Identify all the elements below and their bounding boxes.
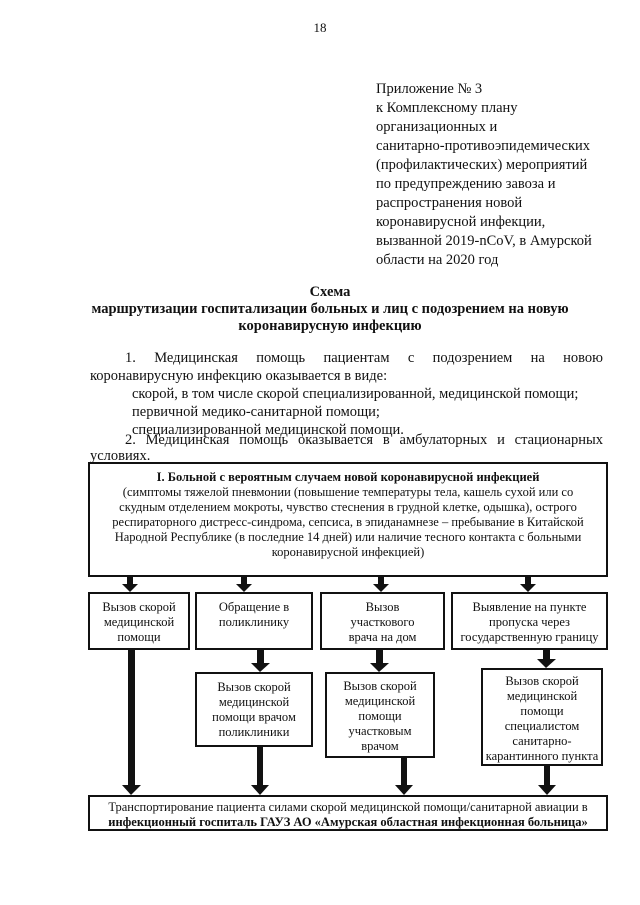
flow-box-line: государственную границу (460, 630, 599, 644)
flow-box-line: врачом (361, 739, 399, 753)
page-number: 18 (313, 20, 327, 35)
flow-box-line: врача на дом (348, 630, 417, 644)
paragraph-2-line-2: условиях. (90, 448, 151, 464)
flow-box-line: специалистом (504, 719, 580, 733)
appendix-line: организационных и (376, 119, 498, 135)
flow-box-line: Вызов скорой (217, 680, 291, 694)
paragraph-1-item-2: первичной медико-санитарной помощи; (132, 404, 380, 420)
schema-heading: Схема (309, 284, 351, 300)
appendix-line: (профилактических) мероприятий (376, 157, 588, 173)
flow-box-line: пропуска через (489, 615, 570, 629)
flow-box-line: помощи (358, 709, 402, 723)
flow-box-ambulance-by-district-doctor: Вызов скорой медицинской помощи участков… (325, 672, 435, 758)
flow-box-line: Вызов скорой (505, 674, 579, 688)
paragraph-2-line-1: 2. Медицинская помощь оказывается в амбу… (125, 432, 603, 448)
flow-box-line: участковым (348, 724, 412, 738)
paragraph-1-line-1: 1. Медицинская помощь пациентам с подозр… (125, 350, 603, 366)
paragraph-1-item-3: специализированной медицинской помощи. (132, 422, 404, 438)
flow-arrow (122, 577, 138, 592)
flow-bottom-box-line-bold: инфекционный госпиталь ГАУЗ АО «Амурская… (108, 815, 588, 829)
appendix-line: Приложение № 3 (376, 81, 483, 97)
schema-subtitle-line: коронавирусную инфекцию (238, 318, 422, 334)
appendix-line: санитарно-противоэпидемических (376, 138, 591, 154)
schema-subtitle-line: маршрутизации госпитализации больных и л… (91, 301, 569, 317)
flow-arrow (538, 766, 556, 795)
flow-top-box-title: I. Больной с вероятным случаем новой кор… (156, 470, 540, 484)
flow-box-line: Вызов скорой (102, 600, 176, 614)
paragraph-1-item-1: скорой, в том числе скорой специализиров… (132, 386, 579, 402)
appendix-line: к Комплексному плану (376, 100, 518, 116)
flow-box-home-doctor-call: Вызов участкового врача на дом (320, 592, 445, 650)
flow-arrow (251, 650, 270, 672)
flow-top-box-line: (симптомы тяжелой пневмонии (повышение т… (122, 485, 574, 499)
flow-box-line: поликлинику (218, 615, 290, 629)
appendix-header: Приложение № 3 к Комплексному плану орга… (376, 80, 626, 270)
flow-arrow (251, 747, 269, 795)
flow-bottom-box: Транспортирование пациента силами скорой… (88, 795, 608, 831)
flow-box-border-checkpoint: Выявление на пункте пропуска через госуд… (451, 592, 608, 650)
flow-box-line: помощи (117, 630, 161, 644)
flow-box-line: Вызов скорой (343, 679, 417, 693)
appendix-line: вызванной 2019-nCoV, в Амурской (376, 233, 592, 249)
flow-arrow (373, 577, 389, 592)
flow-arrow (520, 577, 536, 592)
flow-top-box-line: респираторного дистресс-синдрома, сепсис… (112, 515, 584, 529)
flow-top-box-line: коронавирусной инфекцией) (271, 545, 425, 559)
flow-box-ambulance-call: Вызов скорой медицинской помощи (88, 592, 190, 650)
flow-box-line: помощи (520, 704, 564, 718)
appendix-line: коронавирусной инфекции, (376, 214, 546, 230)
flow-bottom-box-line: Транспортирование пациента силами скорой… (108, 800, 588, 814)
flow-box-line: Вызов (365, 600, 400, 614)
flow-box-line: медицинской (218, 695, 290, 709)
flow-box-line: медицинской (344, 694, 416, 708)
flow-box-clinic-visit: Обращение в поликлинику (195, 592, 313, 650)
flow-box-line: Обращение в (218, 600, 290, 614)
flow-arrow (236, 577, 252, 592)
flow-box-ambulance-by-quarantine-specialist: Вызов скорой медицинской помощи специали… (481, 668, 603, 766)
flow-box-ambulance-by-clinic-doctor: Вызов скорой медицинской помощи врачом п… (195, 672, 313, 747)
schema-title: Схема маршрутизации госпитализации больн… (40, 284, 620, 335)
paragraph-1-line-2: коронавирусную инфекцию оказывается в ви… (90, 368, 388, 384)
appendix-line: области на 2020 год (376, 252, 499, 268)
flow-arrow (395, 758, 413, 795)
flow-arrow (537, 650, 556, 668)
flow-top-box-line: скудным отделением мокроты, чувство стес… (119, 500, 577, 514)
flow-arrow (370, 650, 389, 672)
flow-box-line: участкового (350, 615, 415, 629)
flow-box-line: Выявление на пункте (472, 600, 587, 614)
flow-top-box: I. Больной с вероятным случаем новой кор… (88, 462, 608, 577)
flow-box-line: карантинного пункта (485, 749, 599, 763)
flow-box-line: санитарно- (512, 734, 572, 748)
flow-box-line: помощи врачом (212, 710, 296, 724)
flow-box-line: медицинской (506, 689, 578, 703)
flow-box-line: поликлиники (218, 725, 290, 739)
flow-arrow (122, 650, 141, 795)
appendix-line: по предупреждению завоза и (376, 176, 556, 192)
flow-top-box-line: Народной Республике (в последние 14 дней… (114, 530, 582, 544)
appendix-line: распространения новой (376, 195, 523, 211)
flow-box-line: медицинской (103, 615, 175, 629)
